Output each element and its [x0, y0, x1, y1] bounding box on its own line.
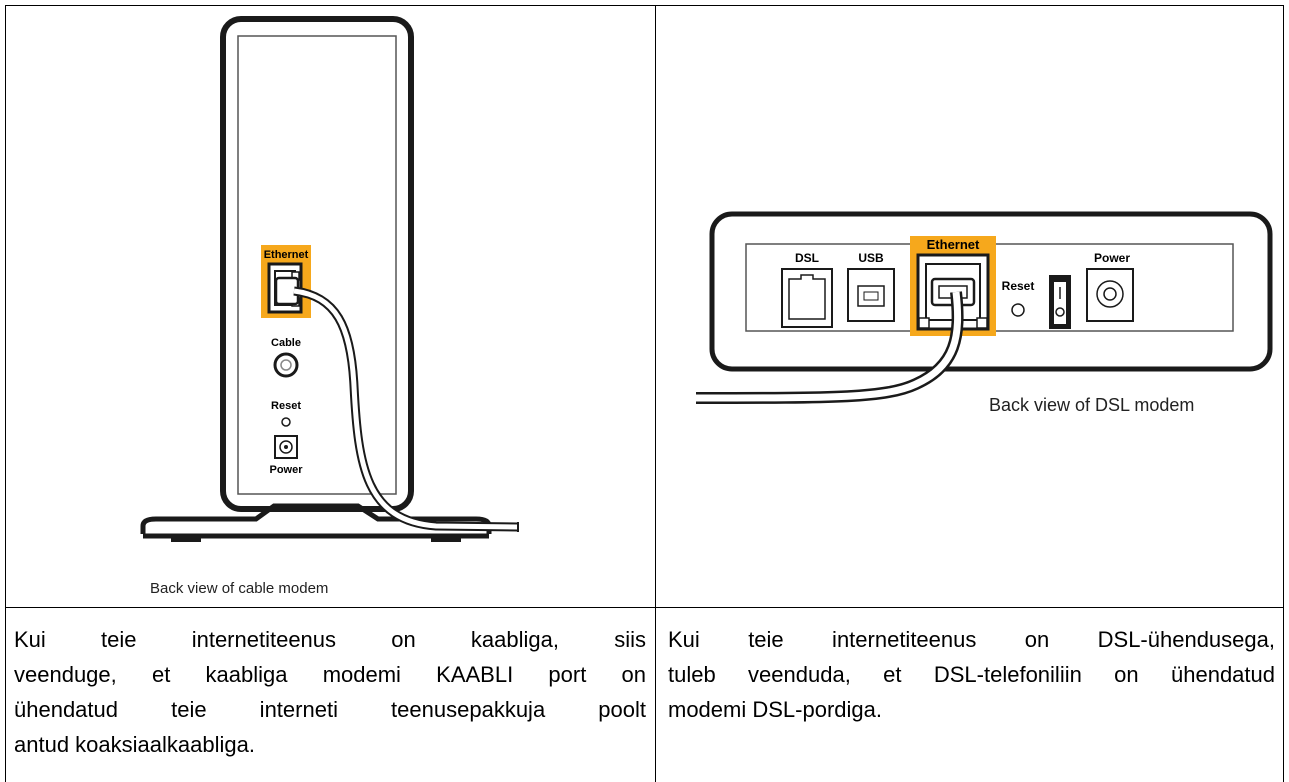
- table-center-divider: [655, 5, 656, 782]
- cable-text-line: veenduge, et kaabliga modemi KAABLI port…: [14, 662, 646, 687]
- dsl-port-label: DSL: [795, 251, 819, 265]
- dsl-power-label: Power: [1094, 251, 1130, 265]
- dsl-text-line: modemi DSL-pordiga.: [668, 697, 882, 722]
- cable-modem-illustration: Ethernet Cable Reset Power Ba: [6, 6, 655, 607]
- cable-instructions: Kui teie internetiteenus on kaabliga, si…: [14, 622, 646, 762]
- cable-coax-label: Cable: [271, 337, 301, 349]
- dsl-ethernet-label: Ethernet: [927, 237, 980, 252]
- table-top-border: [5, 5, 1284, 6]
- table-row-divider: [5, 607, 1284, 608]
- cable-caption: Back view of cable modem: [150, 580, 328, 597]
- cable-modem-drawing: Ethernet Cable Reset Power Ba: [140, 16, 519, 597]
- dsl-modem-drawing: DSL USB Ethernet Reset: [695, 211, 1273, 415]
- cable-text-line: ühendatud teie interneti teenusepakkuja …: [14, 697, 646, 722]
- table-left-border: [5, 5, 6, 782]
- dsl-modem-illustration: DSL USB Ethernet Reset: [656, 6, 1283, 607]
- dsl-caption: Back view of DSL modem: [989, 395, 1194, 415]
- cable-power-label: Power: [269, 464, 303, 476]
- cable-text-line: Kui teie internetiteenus on kaabliga, si…: [14, 627, 646, 652]
- dsl-reset-label: Reset: [1002, 279, 1035, 293]
- cable-ethernet-label: Ethernet: [264, 249, 309, 261]
- cable-text-line: antud koaksiaalkaabliga.: [14, 732, 255, 757]
- dsl-text-line: Kui teie internetiteenus on DSL-ühenduse…: [668, 627, 1275, 652]
- dsl-instructions: Kui teie internetiteenus on DSL-ühenduse…: [668, 622, 1275, 727]
- cable-reset-label: Reset: [271, 400, 301, 412]
- usb-port-label: USB: [858, 251, 884, 265]
- dsl-text-line: tuleb veenduda, et DSL-telefoniliin on ü…: [668, 662, 1275, 687]
- table-right-border: [1283, 5, 1284, 782]
